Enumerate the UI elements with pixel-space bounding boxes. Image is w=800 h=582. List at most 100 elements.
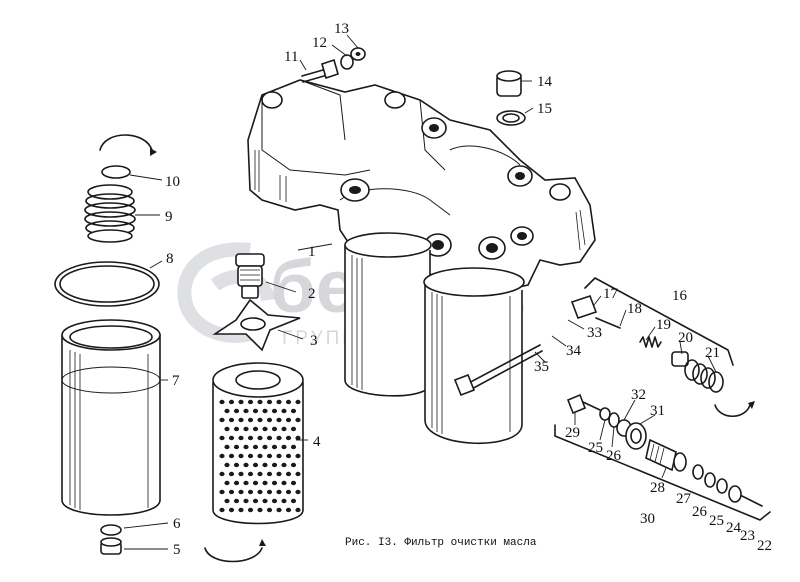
callout-26b: 26 [692, 504, 708, 520]
perforation-hole [285, 435, 292, 441]
installed-canister-right [423, 267, 525, 445]
filter-element-4 [212, 362, 304, 525]
callout-33: 33 [587, 325, 602, 341]
perforation-hole [238, 471, 244, 477]
perforation-hole [276, 435, 282, 441]
perforation-hole [276, 453, 282, 459]
perforation-hole [257, 453, 263, 459]
perforation-hole [252, 480, 259, 486]
callout-1: 1 [308, 244, 316, 260]
perforation-hole [281, 480, 287, 486]
callout-numbers: 1 2 3 4 5 6 7 8 9 10 11 12 13 14 15 16 1… [165, 21, 772, 558]
perforation-hole [281, 426, 287, 432]
perforation-hole [276, 417, 282, 423]
callout-17: 17 [603, 286, 619, 302]
filter-perforations [219, 399, 301, 513]
perforation-hole [262, 444, 268, 450]
perforation-hole [252, 426, 259, 432]
perforation-hole [276, 399, 282, 405]
perforation-hole [266, 399, 273, 405]
callout-8: 8 [166, 251, 174, 267]
callout-31: 31 [650, 403, 665, 419]
perforation-hole [285, 507, 292, 513]
callout-27: 27 [676, 491, 692, 507]
perforation-hole [228, 435, 235, 441]
callout-2: 2 [308, 286, 316, 302]
callout-9: 9 [165, 209, 173, 225]
callout-30: 30 [640, 511, 655, 527]
perforation-hole [233, 498, 240, 504]
perforation-hole [233, 480, 240, 486]
perforation-hole [228, 399, 235, 405]
perforation-hole [247, 435, 254, 441]
perforation-hole [266, 435, 273, 441]
perforation-hole [219, 435, 225, 441]
perforation-hole [238, 417, 244, 423]
perforation-hole [281, 498, 287, 504]
perforation-hole [243, 480, 249, 486]
perforation-hole [285, 399, 292, 405]
perforation-hole [257, 399, 263, 405]
washer-12 [340, 54, 354, 70]
perforation-hole [257, 489, 263, 495]
perforation-hole [295, 453, 301, 459]
perforation-hole [252, 408, 259, 414]
perforation-hole [295, 507, 301, 513]
star-spider-3 [212, 298, 301, 352]
callout-24: 24 [726, 520, 742, 536]
perforation-hole [219, 399, 225, 405]
spring-9 [84, 184, 136, 243]
perforation-hole [233, 408, 240, 414]
perforation-hole [252, 498, 259, 504]
perforation-hole [238, 399, 244, 405]
perforation-hole [224, 408, 230, 414]
callout-15: 15 [537, 101, 552, 117]
perforation-hole [247, 507, 254, 513]
nut-13 [350, 47, 366, 61]
perforation-hole [290, 408, 297, 414]
callout-11: 11 [284, 49, 298, 65]
perforation-hole [219, 507, 225, 513]
bolt-11 [301, 58, 339, 83]
callout-28: 28 [650, 480, 665, 496]
perforation-hole [224, 444, 230, 450]
perforation-hole [257, 417, 263, 423]
perforation-hole [262, 480, 268, 486]
perforation-hole [247, 453, 254, 459]
perforation-hole [266, 489, 273, 495]
perforation-hole [285, 453, 292, 459]
perforation-hole [295, 399, 301, 405]
valve-parts-16 [570, 277, 755, 418]
perforation-hole [271, 462, 278, 468]
perforation-hole [262, 462, 268, 468]
callout-6: 6 [173, 516, 181, 532]
perforation-hole [266, 507, 273, 513]
long-bolt [453, 344, 543, 397]
perforation-hole [224, 498, 230, 504]
callout-25a: 25 [588, 440, 603, 456]
perforation-hole [290, 480, 297, 486]
perforation-hole [281, 444, 287, 450]
perforation-hole [295, 435, 301, 441]
callout-23: 23 [740, 528, 755, 544]
perforation-hole [224, 462, 230, 468]
perforation-hole [238, 489, 244, 495]
perforation-hole [228, 489, 235, 495]
snap-ring-10 [101, 165, 131, 179]
perforation-hole [224, 426, 230, 432]
perforation-hole [228, 507, 235, 513]
rotation-arrow-bottom [204, 547, 263, 563]
perforation-hole [219, 453, 225, 459]
perforation-hole [295, 489, 301, 495]
callout-19: 19 [656, 317, 671, 333]
callout-35: 35 [534, 359, 549, 375]
perforation-hole [281, 462, 287, 468]
gasket-15 [496, 110, 526, 126]
perforation-hole [290, 462, 297, 468]
callout-14: 14 [537, 74, 553, 90]
callout-7: 7 [172, 373, 180, 389]
perforation-hole [219, 417, 225, 423]
rotation-arrow-top [99, 134, 153, 151]
callout-16: 16 [672, 288, 688, 304]
perforation-hole [219, 489, 225, 495]
